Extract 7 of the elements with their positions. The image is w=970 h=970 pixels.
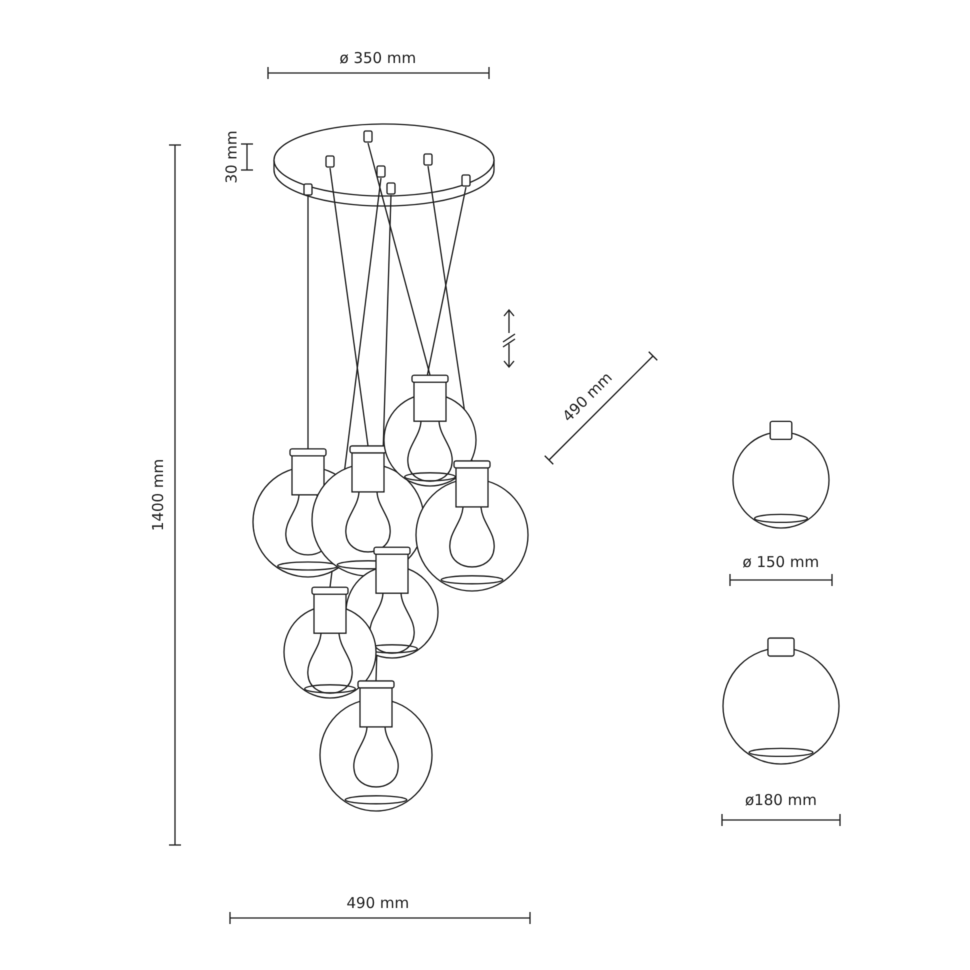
dimension-label: ø180 mm [745, 791, 817, 809]
dimension-label: 490 mm [346, 894, 410, 912]
dimension-label: 490 mm [558, 368, 616, 426]
dimension-label: ø 150 mm [742, 553, 820, 571]
dimension-label: ø 350 mm [340, 49, 416, 67]
dimension-label: 1400 mm [149, 458, 168, 532]
dimension-label: 30 mm [222, 130, 240, 184]
